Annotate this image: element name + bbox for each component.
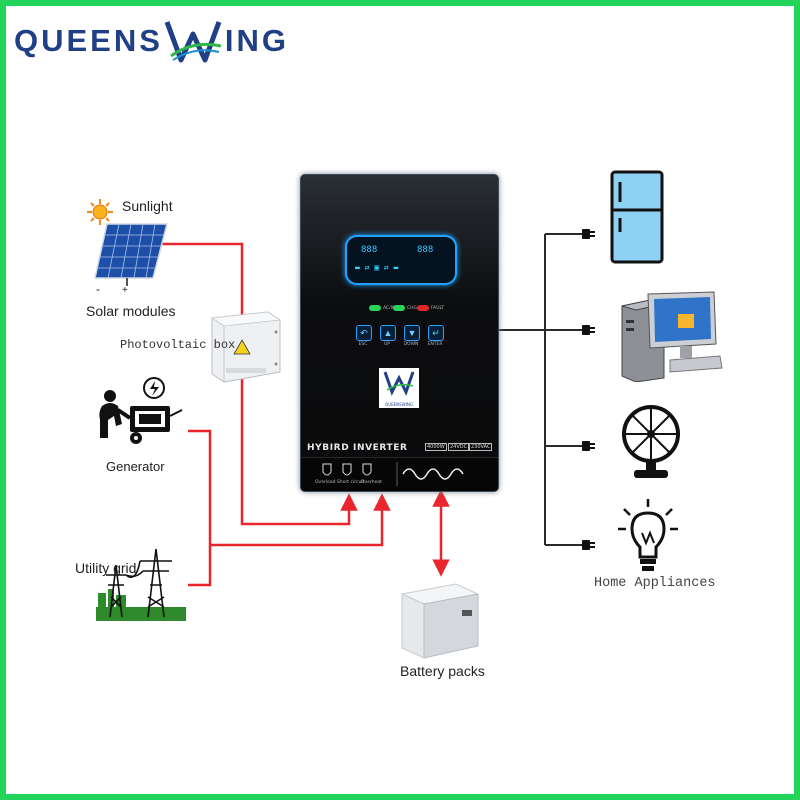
protection-overload-label: Overload [315,480,336,485]
lcd-left-value: 888 [361,245,378,255]
down-button[interactable]: ▼ [404,325,420,341]
appliance-bus [498,234,546,545]
enter-button[interactable]: ↵ [428,325,444,341]
brand-text-left: QUEENS [14,23,163,58]
battery-packs-label: Battery packs [400,663,485,679]
led-ac-inv [369,305,381,311]
down-button-label: DOWN [403,342,419,347]
inverter-bottom-strip: Overload Short circuit Overheat [301,457,498,491]
sun-icon [87,199,113,225]
led-ac-inv-label: AC/INV [383,306,399,311]
up-button-label: UP [383,342,390,347]
led-fault-label: FAULT [431,306,445,311]
spec-power: 4000W [425,443,447,451]
w-swoosh-logo-icon [383,371,415,396]
photovoltaic-box-icon [210,311,282,383]
inverter-title: HYBIRD INVERTER [307,443,408,453]
lcd-flow-icon: ▬ ⇄ ▣ ⇄ ▬ [355,263,399,272]
led-chg-label: CHG [407,306,418,311]
inverter-brand-logo: QUEENSWING [379,368,419,408]
light-bulb-icon [618,499,678,571]
solar-wire [160,242,358,526]
generator-wire [188,429,212,587]
battery-pack-icon [400,583,480,659]
desktop-computer-icon [621,291,723,382]
w-swoosh-logo-icon [164,21,222,63]
protection-short-circuit-label: Short circuit [337,480,365,485]
brand-logo: QUEENS ING [14,16,289,66]
generator-icon [99,377,183,444]
lcd-right-value: 888 [417,245,434,255]
hybrid-inverter: 888 888 ▬ ⇄ ▣ ⇄ ▬ AC/INV CHG FAULT ↶ ESC… [300,174,499,492]
esc-button-label: ESC [358,342,368,347]
led-chg [393,305,405,311]
sunlight-label: Sunlight [122,198,173,214]
protection-icons [322,462,464,486]
grid-wire [210,493,391,547]
enter-button-label: ENTER [427,342,443,347]
electric-fan-icon [622,405,680,478]
lcd-display: 888 888 ▬ ⇄ ▣ ⇄ ▬ [345,235,457,285]
brand-text-right: ING [224,23,290,58]
inverter-front-panel [301,175,498,491]
utility-grid-label: Utility grid [75,560,137,576]
esc-button[interactable]: ↶ [356,325,372,341]
refrigerator-icon [610,170,664,264]
photovoltaic-box-label: Photovoltaic box [120,338,236,352]
minus-label: - [96,282,100,296]
spec-ac-voltage: 230VAC [469,443,493,451]
solar-panel-icon [94,223,168,286]
up-button[interactable]: ▲ [380,325,396,341]
inverter-logo-caption: QUEENSWING [385,402,413,407]
solar-modules-label: Solar modules [86,303,176,319]
generator-label: Generator [106,459,165,474]
protection-overheat-label: Overheat [361,480,382,485]
led-fault [417,305,429,311]
utility-grid-icon [96,548,186,621]
plus-label: + [122,285,128,296]
home-appliances-label: Home Appliances [594,576,716,591]
spec-dc-voltage: 24VDC [448,443,470,451]
